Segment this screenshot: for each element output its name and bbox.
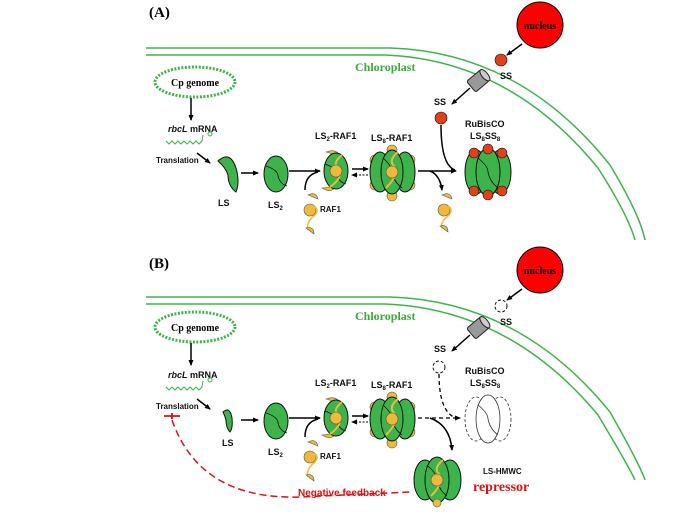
raf1-release-arrow xyxy=(429,170,444,191)
ls2-raf1-label: LS2-RAF1 xyxy=(315,131,356,143)
panel-b: (B) Chloroplast nucleus SS SS Cp genome … xyxy=(146,246,646,508)
ls2-dimer-icon xyxy=(263,402,289,440)
cp-genome-label: Cp genome xyxy=(171,323,220,334)
nucleus-icon xyxy=(516,246,564,294)
panel-label-a: (A) xyxy=(149,5,170,21)
raf1-label: RAF1 xyxy=(320,452,341,461)
nucleus-label: nucleus xyxy=(524,21,556,32)
translation-arrow xyxy=(196,152,211,164)
ls2-raf1-label: LS2-RAF1 xyxy=(315,378,356,390)
raf1-join-arrow xyxy=(304,418,319,438)
outer-membrane xyxy=(146,296,646,481)
ss-subunit-icon xyxy=(434,111,448,125)
ss-import-arrow xyxy=(451,334,471,352)
ls2-raf1-complex-icon xyxy=(321,397,349,438)
ss-label-inside: SS xyxy=(434,344,446,354)
raf1-icon xyxy=(303,440,319,482)
negative-feedback-line xyxy=(171,419,411,498)
outer-membrane xyxy=(146,47,646,241)
raf1-label: RAF1 xyxy=(320,205,341,214)
translation-arrow xyxy=(196,398,211,410)
rubisco-label: RuBisCO xyxy=(465,119,505,129)
nucleus-export-arrow xyxy=(506,43,523,56)
panel-label-b: (B) xyxy=(149,256,169,272)
translocon-icon xyxy=(466,316,491,339)
mrna-strand-icon xyxy=(165,134,204,145)
ls2-dimer-icon xyxy=(263,155,289,193)
absent-ss-icon xyxy=(494,299,508,313)
raf1-join-arrow xyxy=(304,171,319,191)
ls8-raf1-complex-icon xyxy=(369,391,416,449)
absent-rubisco-icon xyxy=(464,394,512,444)
rubisco-formula-label: LS8SS8 xyxy=(470,378,501,390)
panel-a: (A) Chloroplast nucleus SS SS Cp genome … xyxy=(146,1,646,241)
mrna-strand-icon xyxy=(165,380,204,391)
rubisco-formula-label: LS8SS8 xyxy=(470,131,501,143)
ss-label-outside: SS xyxy=(500,317,512,327)
cp-genome-icon xyxy=(153,310,237,344)
rubisco-label: RuBisCO xyxy=(465,366,505,376)
ls-label: LS xyxy=(222,438,234,448)
nucleus-icon xyxy=(516,1,564,49)
hmwc-formation-arrow xyxy=(429,417,455,451)
ss-subunit-icon xyxy=(494,53,508,67)
raf1-icon xyxy=(303,193,319,235)
ls-hmwc-repressor-icon xyxy=(413,456,462,508)
released-raf1-icon xyxy=(437,193,453,233)
ls8-raf1-complex-icon xyxy=(369,144,416,202)
inner-membrane xyxy=(146,54,636,241)
ls2-raf1-complex-icon xyxy=(321,150,349,191)
blocked-ss-join-arrow xyxy=(438,373,457,419)
mrna-hairpin-icon xyxy=(207,131,213,137)
ss-join-arrow xyxy=(440,124,456,171)
cp-genome-label: Cp genome xyxy=(171,78,220,89)
absent-ss-icon xyxy=(432,360,446,374)
negative-feedback-label: Negative feedback xyxy=(298,488,386,499)
chloroplast-label: Chloroplast xyxy=(355,309,415,323)
ls-label: LS xyxy=(218,198,230,208)
hmwc-label: LS-HMWC xyxy=(483,467,522,476)
ls2-label: LS2 xyxy=(268,200,284,212)
ls-monomer-icon xyxy=(222,409,233,433)
ls-monomer-icon xyxy=(217,156,239,193)
ls2-label: LS2 xyxy=(268,447,284,459)
ss-label-inside: SS xyxy=(434,97,446,107)
translocon-icon xyxy=(466,69,491,92)
mrna-label: rbcL mRNA xyxy=(168,124,218,134)
nucleus-label: nucleus xyxy=(524,266,556,277)
ss-import-arrow xyxy=(451,87,471,105)
ls8-raf1-label: LS8-RAF1 xyxy=(371,133,412,145)
mrna-hairpin-icon xyxy=(207,377,213,383)
mrna-label: rbcL mRNA xyxy=(168,370,218,380)
repressor-label: repressor xyxy=(473,480,529,495)
inner-membrane xyxy=(146,303,636,481)
inhibition-bar-icon xyxy=(164,413,180,419)
cp-genome-icon xyxy=(153,65,237,99)
rubisco-holoenzyme-icon xyxy=(464,143,512,201)
ss-label-outside: SS xyxy=(500,71,512,81)
translation-label: Translation xyxy=(156,402,199,411)
nucleus-export-arrow xyxy=(506,288,523,301)
ls8-raf1-label: LS8-RAF1 xyxy=(371,380,412,392)
translation-label: Translation xyxy=(156,156,199,165)
chloroplast-label: Chloroplast xyxy=(355,60,415,74)
